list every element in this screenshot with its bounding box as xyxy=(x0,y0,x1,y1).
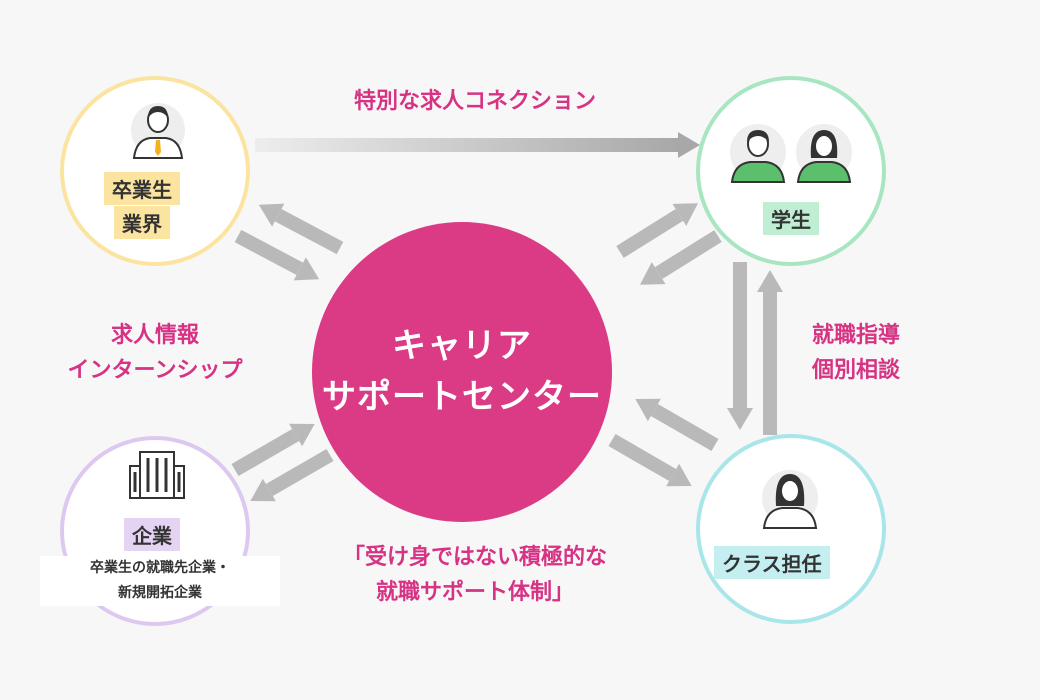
label-career-guidance-line2: 個別相談 xyxy=(811,358,900,384)
label-career-guidance: 就職指導 個別相談 xyxy=(786,318,926,388)
label-career-guidance-line1: 就職指導 xyxy=(811,323,900,348)
companies-note-line2: 新規開拓企業 xyxy=(118,585,202,602)
alumni-label: 卒業生 xyxy=(104,172,180,205)
companies-note-line1: 卒業生の就職先企業・ xyxy=(90,560,230,576)
student-male-icon xyxy=(730,124,786,183)
label-job-info: 求人情報 インターンシップ xyxy=(30,318,280,388)
arrow-teacher-to-students xyxy=(757,270,783,435)
arrow-teacher-to-center xyxy=(635,398,719,452)
arrow-companies-to-center xyxy=(231,423,315,477)
label-special-connection: 特別な求人コネクション xyxy=(353,89,596,114)
arrow-alumni-to-center xyxy=(234,229,320,281)
arrow-center-to-alumni xyxy=(258,203,344,255)
arrow-center-to-teacher xyxy=(608,433,692,487)
industry-label: 業界 xyxy=(114,206,170,239)
companies-label: 企業 xyxy=(124,518,180,551)
students-label: 学生 xyxy=(763,202,819,235)
office-building-icon xyxy=(129,451,185,499)
businessman-icon xyxy=(131,103,185,159)
arrow-students-to-center xyxy=(639,230,722,285)
teacher-female-icon xyxy=(762,470,818,529)
arrow-center-to-students xyxy=(616,203,699,258)
label-proactive-support: 「受け身ではない積極的な 就職サポート体制」 xyxy=(300,540,650,610)
arrow-center-to-companies xyxy=(250,448,334,502)
arrow-alumni-to-students xyxy=(255,132,700,158)
label-job-info-line2: インターンシップ xyxy=(67,358,243,384)
label-proactive-support-line1: 「受け身ではない積極的な xyxy=(342,545,607,570)
student-female-icon xyxy=(796,124,852,183)
companies-note: 卒業生の就職先企業・ 新規開拓企業 xyxy=(40,556,280,607)
label-proactive-support-line2: 就職サポート体制」 xyxy=(375,580,574,606)
label-job-info-line1: 求人情報 xyxy=(110,323,199,348)
center-title-line2: サポートセンター xyxy=(322,377,602,417)
arrow-students-to-teacher xyxy=(727,262,753,430)
teacher-label: クラス担任 xyxy=(714,546,830,579)
students-node xyxy=(696,76,886,266)
center-title-line1: キャリア xyxy=(392,326,532,366)
career-support-center: キャリア サポートセンター xyxy=(312,222,612,522)
